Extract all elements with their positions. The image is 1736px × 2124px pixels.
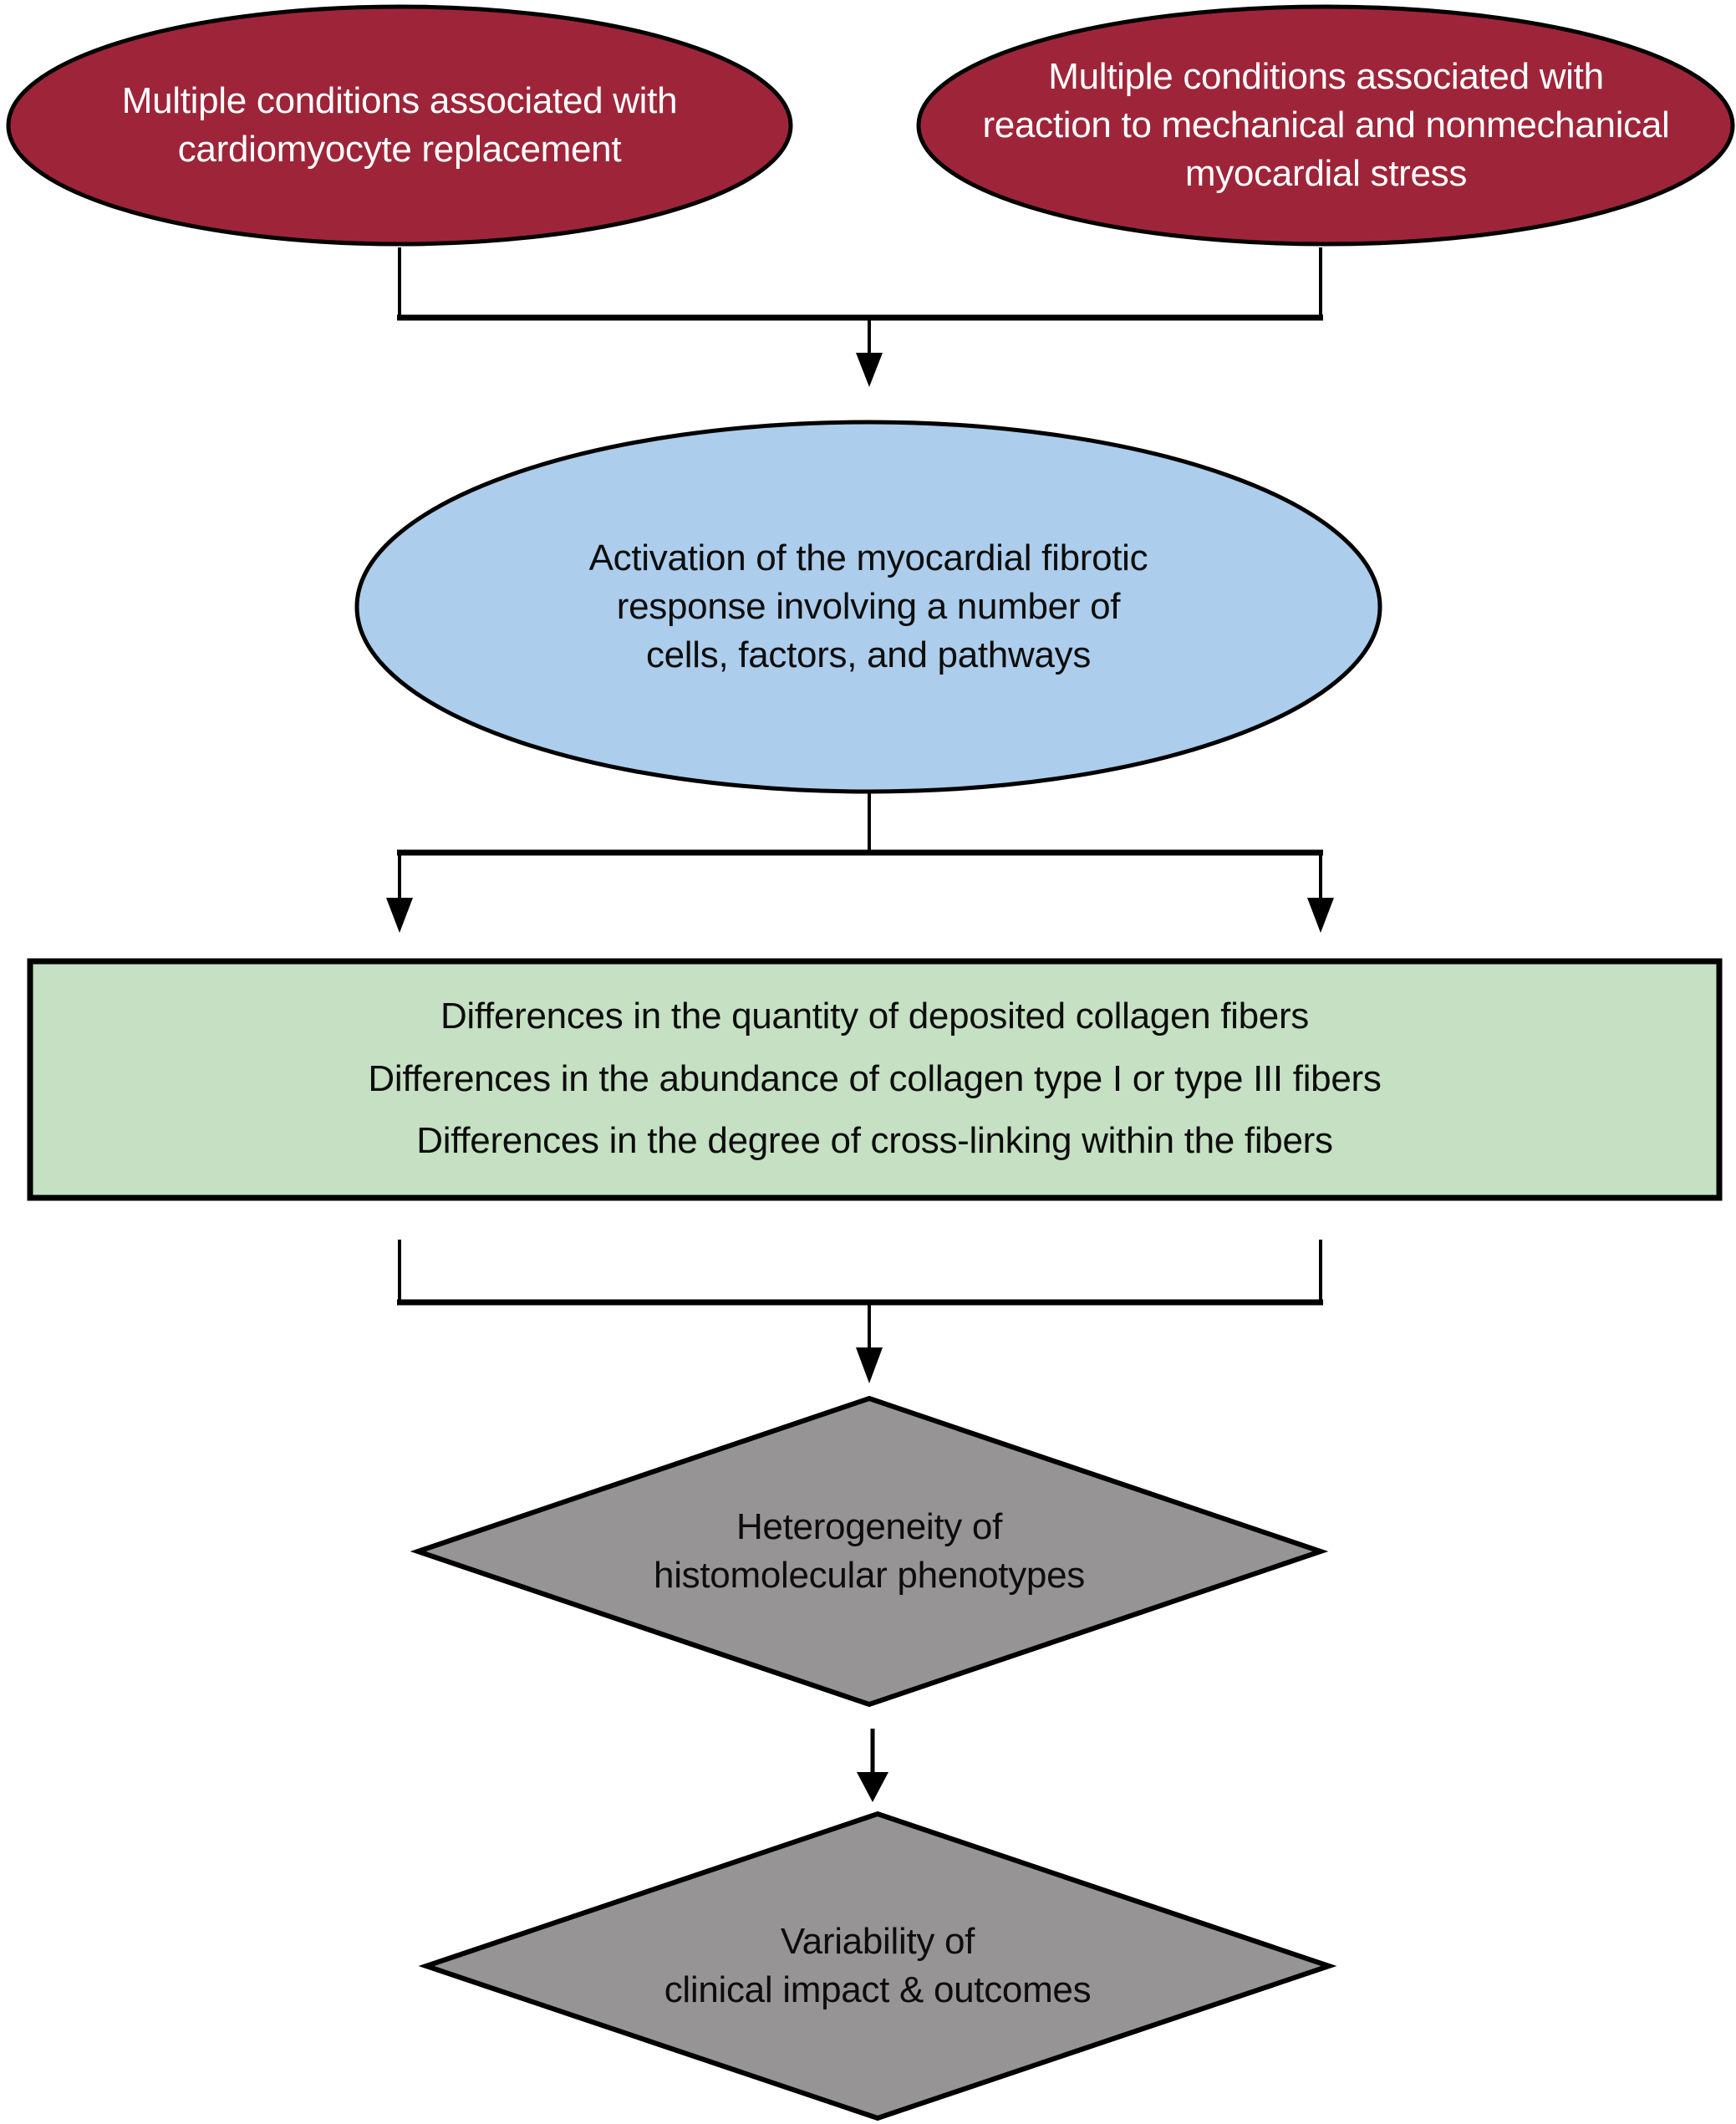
node-label-diamond-heterogeneity: Heterogeneity of histomolecular phenotyp… [654, 1505, 1085, 1596]
node-diamond-heterogeneity [410, 1395, 1329, 1708]
arrowhead-down-icon [856, 1347, 883, 1383]
node-diamond-variability [418, 1811, 1337, 2121]
node-ellipse-activation [354, 420, 1382, 794]
node-ellipse-left [6, 4, 793, 247]
node-box-differences [27, 958, 1723, 1201]
arrowhead-down-icon [386, 898, 413, 933]
node-label-ellipse-activation: Activation of the myocardial fibrotic re… [588, 537, 1148, 676]
connector-diamond-to-diamond [857, 1729, 888, 1802]
node-label-box-differences: Differences in the quantity of deposited… [368, 995, 1382, 1162]
node-ellipse-right [916, 4, 1735, 247]
node-label-ellipse-left: Multiple conditions associated with card… [121, 79, 678, 170]
arrowhead-down-icon [856, 353, 883, 387]
connector-merge-bottom [397, 1240, 1323, 1383]
arrowhead-down-icon [1307, 898, 1334, 933]
node-label-diamond-variability: Variability of clinical impact & outcome… [664, 1920, 1092, 2010]
node-label-ellipse-right: Multiple conditions associated with reac… [982, 55, 1670, 195]
arrowhead-down-icon [857, 1772, 888, 1802]
connector-split-middle [386, 782, 1334, 933]
connector-merge-top [397, 247, 1323, 387]
